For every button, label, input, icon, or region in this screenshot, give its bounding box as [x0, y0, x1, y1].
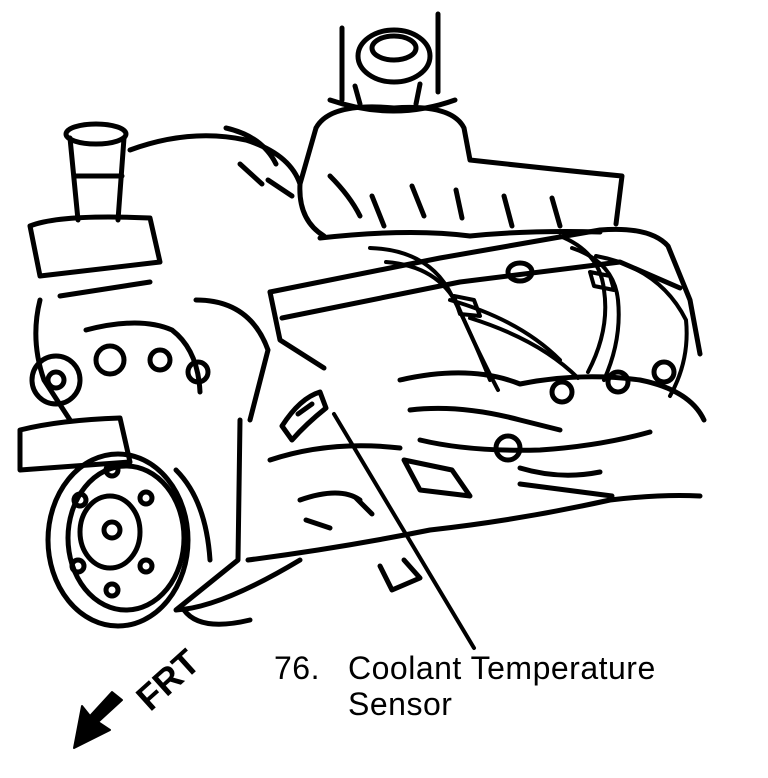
callout-number: 76.	[274, 650, 320, 686]
front-direction-arrow	[73, 691, 123, 749]
valve-cover	[267, 226, 703, 371]
distributor	[327, 11, 458, 114]
crankshaft-pulley	[45, 451, 213, 629]
injection-pump	[397, 359, 707, 499]
callout-label-line2: Sensor	[348, 686, 453, 722]
callout-leader-line	[332, 412, 476, 650]
intake-manifold	[127, 104, 625, 241]
engine-block	[173, 417, 703, 627]
coolant-temperature-sensor	[279, 389, 329, 443]
oil-filler-tube	[27, 121, 163, 299]
callout-coolant-temperature-sensor: 76. Coolant Temperature Sensor	[274, 650, 656, 722]
injection-lines	[368, 234, 689, 398]
water-pump	[17, 297, 271, 473]
callout-label-line1: Coolant Temperature	[348, 650, 656, 686]
